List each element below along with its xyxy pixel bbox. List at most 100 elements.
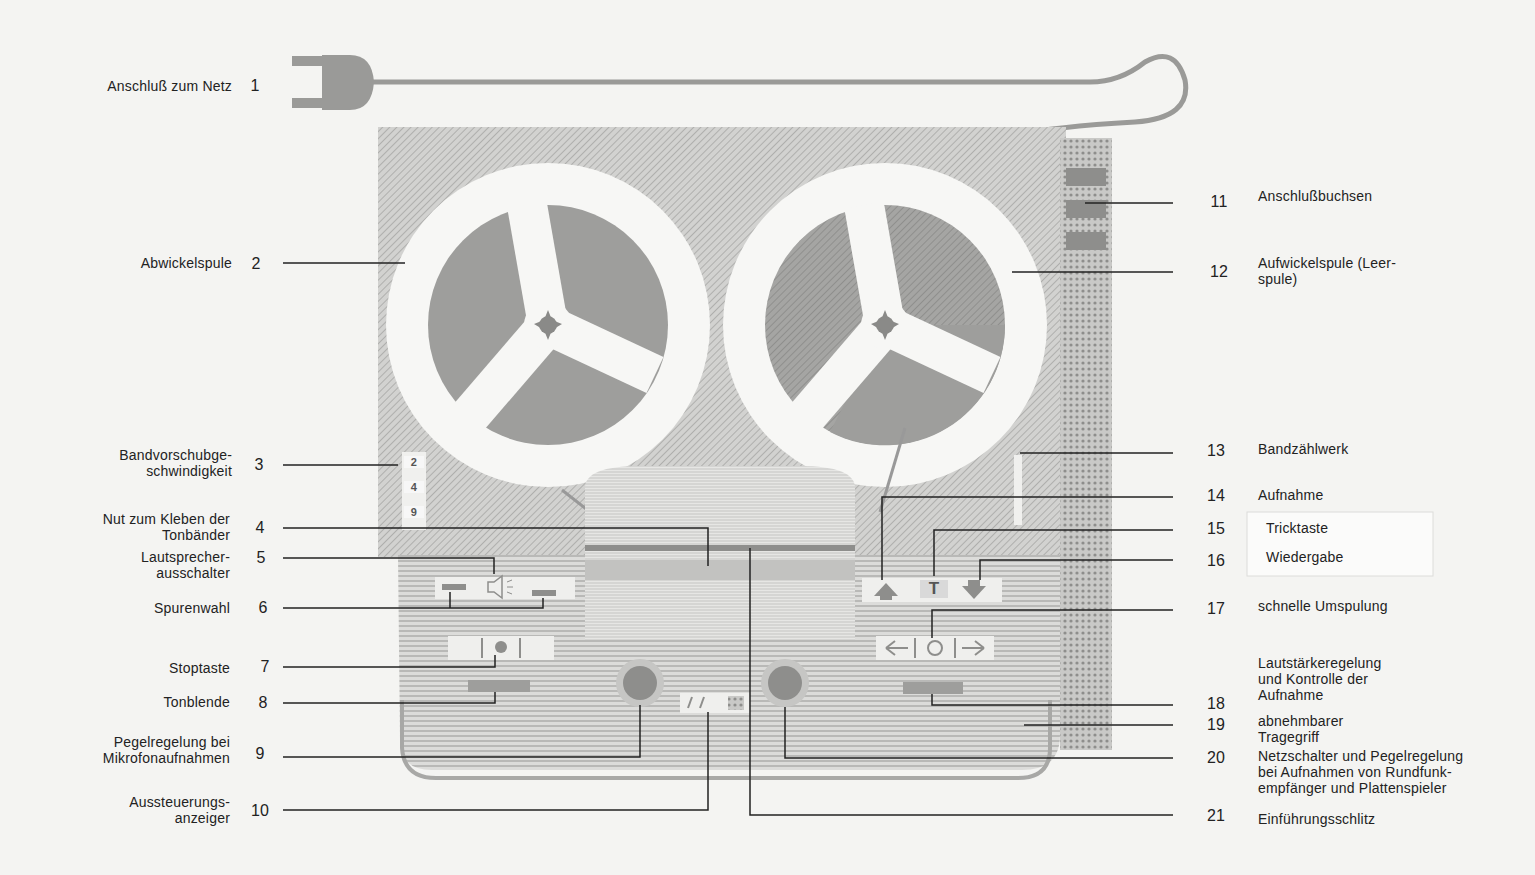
part-label: Lautstärkeregelung und Kontrolle der Auf… [1258,655,1398,703]
stop-key-part [519,638,521,658]
take-up-reel-part [861,301,909,349]
take-up-reel-part [871,310,899,340]
tape-counter [1014,455,1022,525]
callout-number: 3 [247,456,271,474]
leader-lines-part [1085,202,1173,204]
power-plug-part [292,56,326,66]
leader-lines-part [283,262,405,264]
level-meter-part [700,697,704,708]
part-label: Aufwickelspule (Leer- spule) [1258,255,1438,287]
part-label: Pegelregelung bei Mikrofonaufnahmen [75,734,230,766]
leader-lines-part [932,610,1173,638]
power-level-knob-part [768,666,802,700]
supply-reel-part [534,310,562,340]
callout-number: 2 [244,255,268,273]
leader-lines-part [1020,452,1173,454]
supply-reel-part [428,205,668,445]
leader-lines-part [785,707,1173,758]
part-label: Bandzählwerk [1258,441,1348,457]
part-label: Aussteuerungs- anzeiger [120,794,230,826]
track-selector-part [435,577,575,599]
leader-lines-part [283,705,640,757]
callout-number: 7 [253,658,277,676]
fast-wind-key-part [962,647,984,649]
callout-number: 17 [1201,600,1231,618]
level-meter-part [688,697,692,708]
leader-lines-part [283,528,708,566]
callout-number: 16 [1201,552,1231,570]
connection-sockets [1066,168,1106,250]
fast-wind-key-part [876,636,994,660]
connection-sockets-part [1066,168,1106,186]
callout-number: 9 [248,745,272,763]
stop-key-part [448,636,554,660]
part-label: Spurenwahl [154,600,230,616]
part-label: Abwickelspule [141,255,232,271]
part-label: Lautsprecher- ausschalter [120,549,230,581]
take-up-reel-part [765,205,1005,445]
leader-lines-part [283,655,495,667]
track-selector-part [507,592,512,594]
splicing-groove [585,560,855,580]
key-row-part [962,586,986,599]
leader-lines-part [882,497,1173,580]
fast-wind-key [876,636,994,660]
leader-lines-part [980,560,1173,580]
leader-lines-part [1012,271,1173,273]
callout-number: 12 [1204,263,1234,281]
callout-number: 11 [1204,193,1234,211]
callout-number: 6 [251,599,275,617]
part-label: schnelle Umspulung [1258,598,1388,614]
track-selector-part [532,590,556,596]
power-plug-part [322,55,374,110]
tone-control [468,680,530,692]
leader-lines-part [283,712,708,810]
leader-lines-part [283,464,398,466]
leader-lines-part [283,592,543,608]
part-label: Tricktaste [1266,520,1328,536]
callout-number: 10 [245,802,275,820]
supply-reel-part [524,301,572,349]
part-label: Einführungsschlitz [1258,811,1375,827]
supply-reel [386,163,710,487]
part-label: Stoptaste [169,660,230,676]
correction-patch [1247,512,1433,576]
callout-number: 13 [1201,442,1231,460]
leader-lines-part [750,548,1173,815]
callout-number: 21 [1201,807,1231,825]
threading-slot [585,545,855,551]
part-label: Netzschalter und Pegelregelung bei Aufna… [1258,748,1476,796]
fast-wind-key-part [928,641,942,655]
leader-lines-part [283,558,494,574]
leader-lines-part [283,692,495,703]
callout-number: 5 [249,549,273,567]
power-plug-part [292,98,326,108]
part-label: Tonblende [164,694,230,710]
speed-mark: 9 [404,506,424,518]
leader-lines [283,203,1173,815]
part-label: Anschlußbuchsen [1258,188,1372,204]
key-row-part [968,580,980,586]
key-row-part [880,594,892,600]
fast-wind-key-part [886,647,908,649]
part-label: abnehmbarer Tragegriff [1258,713,1368,745]
part-label: Wiedergabe [1266,549,1344,565]
track-selector-part [442,584,466,590]
track-selector-part [507,580,512,582]
track-selector-part [507,587,513,588]
supply-reel-part [386,163,710,487]
leader-lines-part [1024,724,1173,726]
level-meter-part [680,693,750,713]
fast-wind-key-part [886,641,895,655]
trick-key: T [920,580,948,598]
take-up-reel [723,163,1047,487]
power-level-knob-part [761,659,809,707]
mic-level-knob-part [623,666,657,700]
callout-number: 19 [1201,716,1231,734]
stop-key-part [495,641,507,653]
volume-control [903,682,963,694]
fast-wind-key-part [975,641,984,655]
level-meter [680,693,750,713]
part-label: Anschluß zum Netz [107,78,232,94]
level-meter-part [728,696,744,710]
